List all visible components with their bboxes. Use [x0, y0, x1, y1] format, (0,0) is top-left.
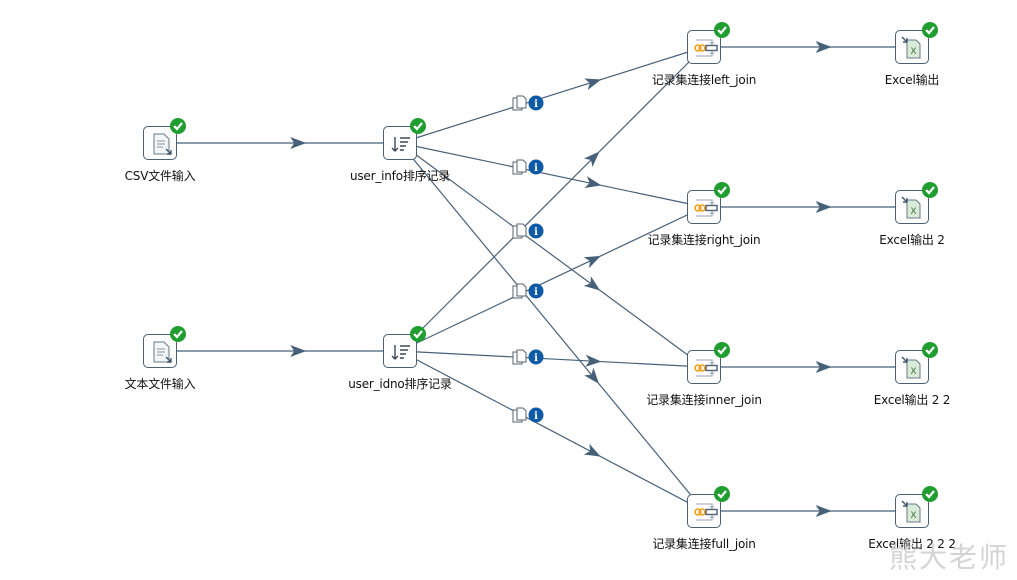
hop-arrow-icon [583, 255, 601, 269]
info-icon [528, 95, 544, 111]
step-j4[interactable] [687, 486, 730, 528]
step-label: user_info排序记录 [349, 169, 451, 183]
hop-j3-x3[interactable] [704, 361, 912, 373]
hop-arrow-icon [583, 151, 600, 168]
hop-arrow-icon [815, 201, 832, 213]
hop-copy-info[interactable]: i [512, 159, 544, 175]
step-label: Excel输出 2 2 [873, 393, 951, 407]
hop-copy-info[interactable]: i [512, 407, 544, 423]
success-check-icon [410, 326, 426, 342]
step-label: 记录集连接right_join [647, 233, 761, 247]
hop-arrow-icon [583, 276, 601, 291]
step-x1[interactable]: X [895, 22, 938, 64]
hop-arrow-icon [585, 354, 602, 367]
step-txt[interactable] [143, 326, 186, 368]
hop-sort2-j4[interactable] [399, 350, 705, 512]
hop-copy-info[interactable]: i [512, 95, 544, 111]
hop-line[interactable] [399, 142, 705, 208]
info-icon [528, 349, 544, 365]
success-check-icon [714, 486, 730, 502]
hop-copy-info[interactable]: i [512, 283, 544, 299]
success-check-icon [922, 486, 938, 502]
svg-text:i: i [534, 99, 538, 110]
svg-text:i: i [534, 353, 538, 364]
hop-arrow-icon [584, 367, 600, 384]
step-j2[interactable] [687, 182, 730, 224]
hop-sort2-j3[interactable] [399, 350, 705, 368]
hop-line[interactable] [399, 142, 705, 368]
hop-arrow-icon [815, 361, 832, 373]
hop-line[interactable] [399, 350, 705, 512]
hop-sort2-j2[interactable] [399, 206, 705, 352]
svg-text:i: i [534, 163, 538, 174]
info-icon [528, 223, 544, 239]
info-icon [528, 159, 544, 175]
step-label: Excel输出 2 2 2 [868, 537, 956, 551]
svg-text:X: X [910, 511, 916, 521]
step-label: 记录集连接inner_join [646, 393, 762, 407]
step-label: Excel输出 2 [879, 233, 945, 247]
success-check-icon [714, 22, 730, 38]
step-sort2[interactable] [383, 326, 426, 368]
step-x3[interactable]: X [895, 342, 938, 384]
hop-sort2-j1[interactable] [399, 46, 705, 352]
success-check-icon [410, 118, 426, 134]
hop-line[interactable] [399, 206, 705, 352]
hop-txt-sort2[interactable] [160, 345, 400, 357]
hop-arrow-icon [584, 176, 602, 188]
info-icon [528, 283, 544, 299]
step-x4[interactable]: X [895, 486, 938, 528]
hop-line[interactable] [399, 350, 705, 368]
step-label: user_idno排序记录 [348, 377, 452, 391]
step-label: 文本文件输入 [124, 377, 196, 391]
hop-arrow-icon [584, 78, 602, 90]
svg-text:i: i [534, 227, 538, 238]
hop-j4-x4[interactable] [704, 505, 912, 517]
success-check-icon [170, 326, 186, 342]
hop-arrow-icon [290, 345, 307, 357]
hop-copy-info[interactable]: i [512, 349, 544, 365]
svg-text:i: i [534, 411, 538, 422]
step-sort1[interactable] [383, 118, 426, 160]
info-icon [528, 407, 544, 423]
hop-csv-sort1[interactable] [160, 137, 400, 149]
hop-line[interactable] [399, 46, 705, 352]
step-label: CSV文件输入 [124, 169, 196, 183]
step-label: 记录集连接left_join [651, 73, 757, 87]
success-check-icon [922, 182, 938, 198]
step-j3[interactable] [687, 342, 730, 384]
hop-arrow-icon [290, 137, 307, 149]
watermark: 熊大老师 [888, 541, 1009, 574]
hop-sort1-j4[interactable] [399, 142, 705, 512]
step-label: 记录集连接full_join [652, 537, 756, 551]
step-x2[interactable]: X [895, 182, 938, 224]
hop-copy-info[interactable]: i [512, 223, 544, 239]
success-check-icon [714, 182, 730, 198]
svg-text:X: X [910, 47, 916, 57]
hop-sort1-j2[interactable] [399, 142, 705, 208]
hop-sort1-j1[interactable] [399, 46, 705, 144]
success-check-icon [714, 342, 730, 358]
hop-arrow-icon [583, 443, 601, 457]
svg-text:X: X [910, 367, 916, 377]
hop-line[interactable] [399, 46, 705, 144]
success-check-icon [922, 22, 938, 38]
success-check-icon [922, 342, 938, 358]
success-check-icon [170, 118, 186, 134]
step-j1[interactable] [687, 22, 730, 64]
hop-line[interactable] [399, 142, 705, 512]
svg-text:X: X [910, 207, 916, 217]
hop-j2-x2[interactable] [704, 201, 912, 213]
hop-j1-x1[interactable] [704, 41, 912, 53]
hop-arrow-icon [815, 505, 832, 517]
hop-sort1-j3[interactable] [399, 142, 705, 368]
step-label: Excel输出 [884, 73, 940, 87]
svg-text:i: i [534, 287, 538, 298]
hop-arrow-icon [815, 41, 832, 53]
step-csv[interactable] [143, 118, 186, 160]
